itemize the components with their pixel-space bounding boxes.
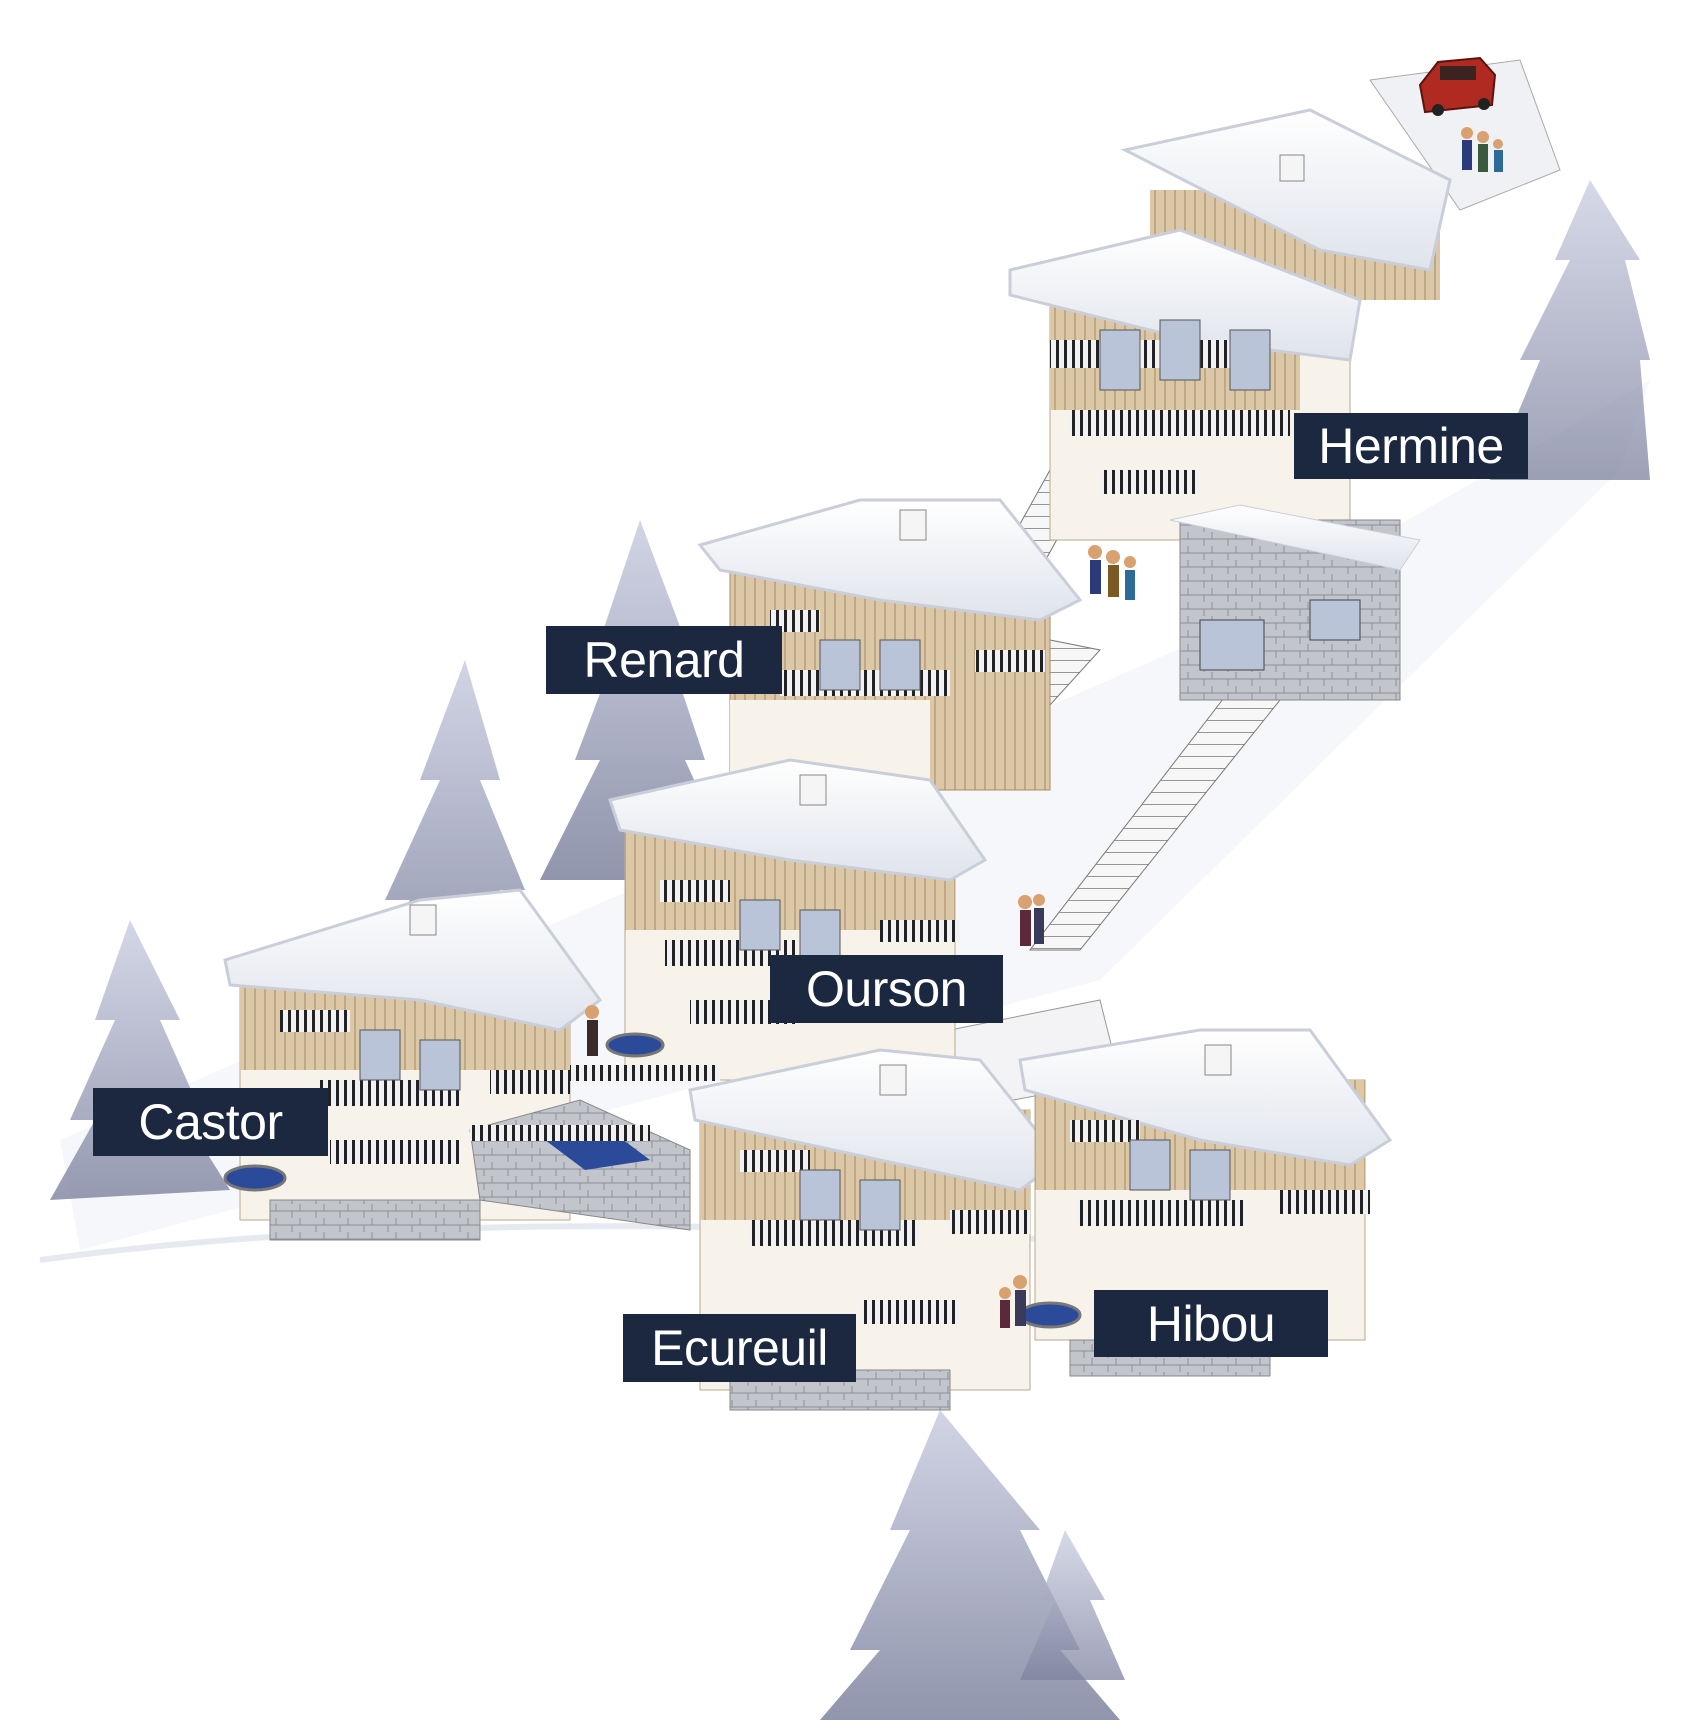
chalet-label-ourson[interactable]: Ourson: [770, 955, 1003, 1023]
skier-icon: [585, 1005, 599, 1056]
fir-tree-icon: [1020, 1530, 1125, 1680]
chalet-label-hermine-text: Hermine: [1318, 418, 1504, 474]
chalet-label-ecureuil-text: Ecureuil: [651, 1320, 828, 1376]
chalet-label-castor-text: Castor: [138, 1094, 283, 1150]
chalet-hermine-building: [1008, 108, 1452, 701]
chalet-label-ourson-text: Ourson: [806, 961, 967, 1017]
skier-icon: [999, 1275, 1027, 1328]
hot-tub-icon: [1018, 1301, 1082, 1329]
chalet-label-renard-text: Renard: [583, 632, 746, 688]
skier-icon: [1018, 894, 1045, 946]
hot-tub-icon: [223, 1032, 665, 1192]
chalet-label-hibou-text: Hibou: [1146, 1295, 1276, 1352]
chalet-label-ecureuil[interactable]: Ecureuil: [623, 1314, 856, 1382]
chalet-castor-building: [223, 888, 603, 1241]
chalet-label-hibou[interactable]: Hibou: [1094, 1290, 1328, 1357]
car-icon: [1418, 56, 1497, 116]
skier-icon: [1088, 545, 1136, 600]
chalet-label-hermine[interactable]: Hermine: [1294, 413, 1528, 479]
chalet-ourson-building: [608, 758, 988, 1081]
chalet-label-renard[interactable]: Renard: [546, 626, 782, 694]
skier-icon: [1461, 127, 1503, 172]
pool-deck: [469, 1065, 720, 1231]
chalet-label-castor[interactable]: Castor: [93, 1088, 328, 1156]
fir-tree-icon: [1490, 180, 1650, 480]
fir-tree-icon: [50, 920, 230, 1200]
chalet-renard-building: [697, 498, 1083, 791]
